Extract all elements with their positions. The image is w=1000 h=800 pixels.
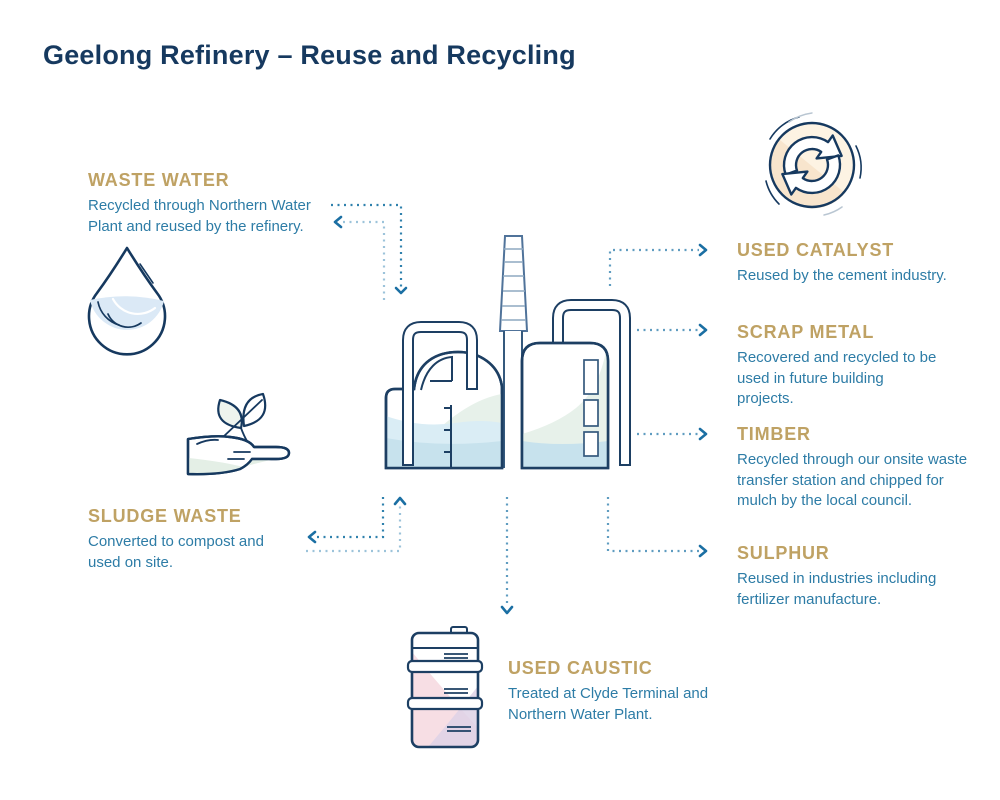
sulphur-desc: Reused in industries including fertilize…: [737, 570, 937, 608]
arrow-waste-water-out: [341, 220, 386, 300]
callout-scrap-metal: SCRAP METAL Recovered and recycled to be…: [737, 322, 941, 410]
used-catalyst-label: USED CATALYST: [737, 240, 895, 260]
drum-barrel-icon: [406, 626, 484, 749]
arrow-sludge-in: [306, 504, 402, 553]
sludge-waste-desc: Converted to compost and used on site.: [88, 533, 264, 571]
arrow-used-catalyst: [608, 248, 699, 286]
callout-sludge-waste: SLUDGE WASTE Converted to compost and us…: [88, 506, 280, 573]
waste-water-desc: Recycled through Northern Water Plant an…: [88, 197, 311, 235]
scrap-metal-desc: Recovered and recycled to be used in fut…: [737, 349, 937, 408]
hand-with-leaves-icon: [186, 392, 291, 476]
arrowheads: [307, 215, 708, 615]
callout-sulphur: SULPHUR Reused in industries including f…: [737, 543, 949, 610]
used-caustic-label: USED CAUSTIC: [508, 658, 653, 678]
waste-water-label: WASTE WATER: [88, 170, 230, 190]
callout-waste-water: WASTE WATER Recycled through Northern Wa…: [88, 170, 312, 237]
sludge-waste-label: SLUDGE WASTE: [88, 506, 242, 526]
timber-desc: Recycled through our onsite waste transf…: [737, 451, 968, 510]
timber-label: TIMBER: [737, 424, 811, 444]
used-catalyst-desc: Reused by the cement industry.: [737, 267, 947, 284]
page-title: Geelong Refinery – Reuse and Recycling: [43, 40, 576, 70]
used-caustic-desc: Treated at Clyde Terminal and Northern W…: [508, 685, 709, 723]
callout-used-catalyst: USED CATALYST Reused by the cement indus…: [737, 240, 969, 287]
refinery-plant-icon: [384, 235, 631, 470]
arrow-waste-water-in: [331, 203, 403, 287]
callout-used-caustic: USED CAUSTIC Treated at Clyde Terminal a…: [508, 658, 718, 725]
sulphur-label: SULPHUR: [737, 543, 830, 563]
scrap-metal-label: SCRAP METAL: [737, 322, 875, 342]
arrow-sulphur: [606, 497, 699, 553]
callout-timber: TIMBER Recycled through our onsite waste…: [737, 424, 973, 512]
water-drop-icon: [87, 246, 167, 356]
recycle-arrows-icon: [765, 112, 862, 216]
arrow-sludge-out: [313, 497, 385, 539]
